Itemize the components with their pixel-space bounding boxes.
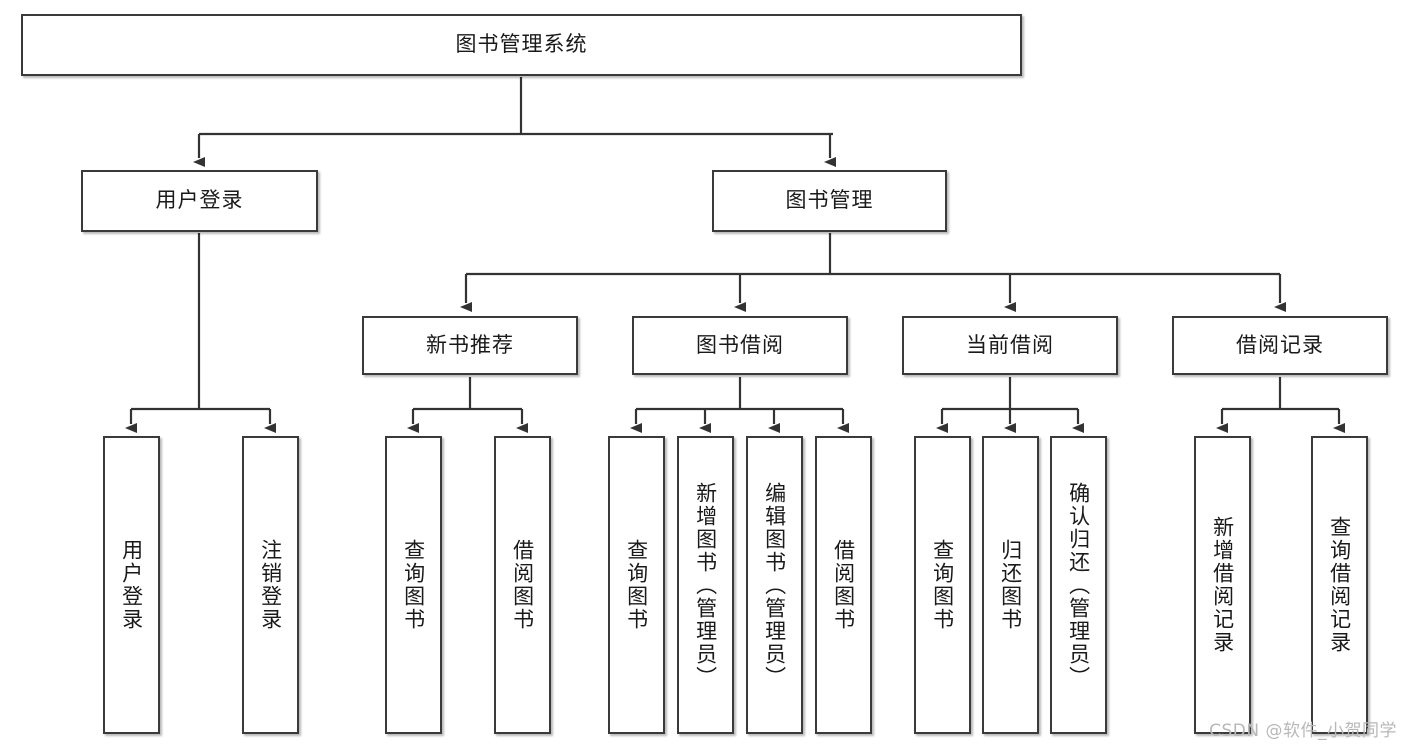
leaf-book-borrow-add-book-admin[interactable]: 新增图书（管理员）: [677, 436, 734, 734]
leaf-new-book-query-book[interactable]: 查询图书: [385, 436, 442, 734]
node-label: 确认归还（管理员）: [1066, 481, 1091, 689]
watermark-text: CSDN @软件_小贺同学: [1209, 721, 1397, 741]
leaf-borrow-record-add-record[interactable]: 新增借阅记录: [1194, 436, 1251, 734]
leaf-new-book-borrow-book[interactable]: 借阅图书: [494, 436, 551, 734]
node-label: 查询图书: [401, 539, 426, 631]
leaf-current-borrow-return-book[interactable]: 归还图书: [982, 436, 1039, 734]
node-label: 查询图书: [624, 539, 649, 631]
leaf-book-borrow-borrow-book[interactable]: 借阅图书: [815, 436, 872, 734]
node-label: 借阅记录: [1236, 332, 1324, 357]
node-label: 借阅图书: [831, 539, 856, 631]
node-label: 图书管理系统: [455, 32, 588, 57]
node-new-book-recommend[interactable]: 新书推荐: [362, 316, 578, 375]
node-label: 当前借阅: [966, 332, 1054, 357]
leaf-current-borrow-confirm-return-admin[interactable]: 确认归还（管理员）: [1050, 436, 1107, 734]
node-borrow-record[interactable]: 借阅记录: [1172, 316, 1388, 375]
node-label: 用户登录: [155, 188, 244, 213]
node-book-borrow[interactable]: 图书借阅: [632, 316, 848, 375]
leaf-user-login-login[interactable]: 用户登录: [103, 436, 160, 734]
leaf-user-login-logout[interactable]: 注销登录: [242, 436, 299, 734]
node-current-borrow[interactable]: 当前借阅: [902, 316, 1118, 375]
node-label: 新书推荐: [426, 332, 514, 357]
node-book-management[interactable]: 图书管理: [712, 170, 947, 232]
node-user-login[interactable]: 用户登录: [81, 170, 318, 232]
node-label: 新增图书（管理员）: [693, 481, 718, 689]
node-label: 新增借阅记录: [1210, 516, 1235, 654]
node-label: 图书管理: [785, 188, 874, 213]
leaf-current-borrow-query-book[interactable]: 查询图书: [914, 436, 971, 734]
node-label: 查询图书: [930, 539, 955, 631]
leaf-borrow-record-query-record[interactable]: 查询借阅记录: [1311, 436, 1368, 734]
node-label: 归还图书: [998, 539, 1023, 631]
leaf-book-borrow-query-book[interactable]: 查询图书: [608, 436, 665, 734]
node-label: 借阅图书: [510, 539, 535, 631]
node-label: 用户登录: [119, 539, 144, 631]
node-label: 编辑图书（管理员）: [762, 481, 787, 689]
leaf-book-borrow-edit-book-admin[interactable]: 编辑图书（管理员）: [746, 436, 803, 734]
node-label: 查询借阅记录: [1327, 516, 1352, 654]
node-label: 注销登录: [258, 539, 283, 631]
node-label: 图书借阅: [696, 332, 784, 357]
node-root-book-management-system[interactable]: 图书管理系统: [21, 14, 1022, 76]
